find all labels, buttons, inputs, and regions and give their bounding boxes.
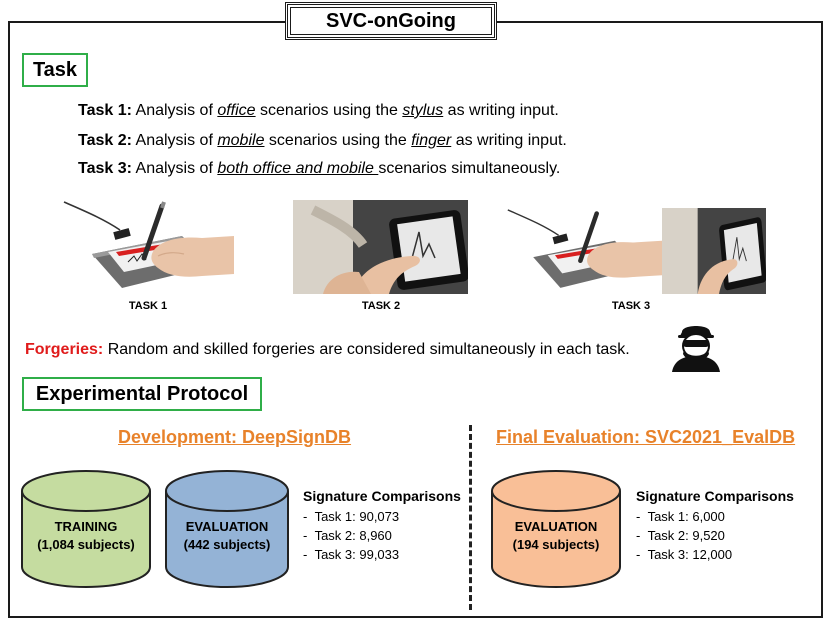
comparison-item: Task 1: 6,000 — [636, 507, 794, 526]
training-database-label: TRAINING (1,084 subjects) — [37, 519, 135, 552]
protocol-section-label: Experimental Protocol — [22, 377, 262, 411]
development-evaluation-cylinder — [165, 470, 289, 588]
smartphone-signing-photo — [662, 208, 766, 294]
forgeries-note: Forgeries: Random and skilled forgeries … — [25, 341, 630, 358]
forger-mask-icon — [672, 326, 720, 372]
development-comparisons: Signature Comparisons Task 1: 90,073 Tas… — [303, 487, 461, 564]
signature-pad-photo — [507, 209, 662, 288]
caption-task-1: TASK 1 — [128, 300, 168, 312]
caption-task-3: TASK 3 — [611, 300, 651, 312]
training-database-cylinder — [21, 470, 151, 588]
comparison-item: Task 3: 12,000 — [636, 545, 794, 564]
smartphone-signing-photo — [293, 200, 468, 294]
final-comparisons: Signature Comparisons Task 1: 6,000 Task… — [636, 487, 794, 564]
page-title: SVC-onGoing — [285, 2, 497, 40]
task-1-description: Task 1: Analysis of office scenarios usi… — [78, 102, 559, 119]
development-evaluation-label: EVALUATION (442 subjects) — [183, 519, 271, 552]
task-2-description: Task 2: Analysis of mobile scenarios usi… — [78, 132, 567, 149]
comparison-item: Task 3: 99,033 — [303, 545, 461, 564]
task-section-label: Task — [22, 53, 88, 87]
comparison-item: Task 1: 90,073 — [303, 507, 461, 526]
comparison-item: Task 2: 8,960 — [303, 526, 461, 545]
task-3-description: Task 3: Analysis of both office and mobi… — [78, 160, 561, 177]
comparison-item: Task 2: 9,520 — [636, 526, 794, 545]
section-divider — [469, 425, 472, 610]
signature-pad-photo — [63, 201, 234, 288]
caption-task-2: TASK 2 — [361, 300, 401, 312]
final-evaluation-heading: Final Evaluation: SVC2021_EvalDB — [496, 427, 796, 447]
final-evaluation-label: EVALUATION (194 subjects) — [512, 519, 600, 552]
development-heading: Development: DeepSignDB — [118, 427, 352, 447]
final-evaluation-cylinder — [491, 470, 621, 588]
